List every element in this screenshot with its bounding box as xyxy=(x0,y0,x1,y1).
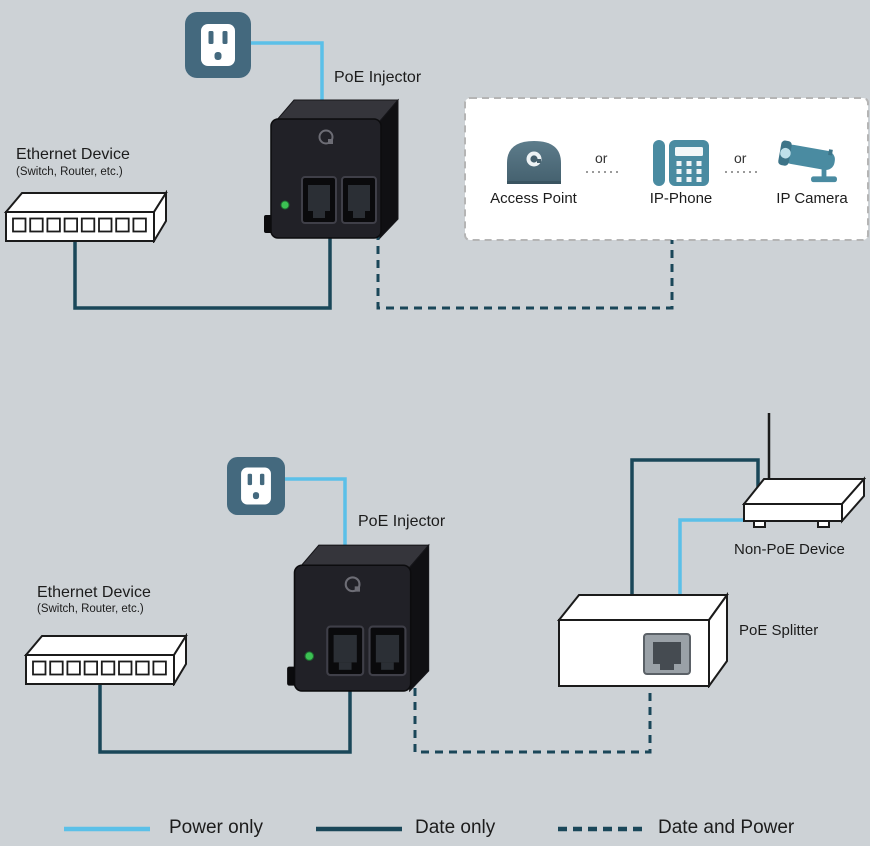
power-outlet-icon-bottom xyxy=(227,457,285,515)
ethernet-device-subtitle-bottom: (Switch, Router, etc.) xyxy=(37,603,144,615)
legend-data-only-label: Date only xyxy=(415,817,496,838)
poe-splitter-device xyxy=(558,594,728,687)
data-line-top xyxy=(73,232,332,310)
ip-camera-label: IP Camera xyxy=(776,190,848,207)
data-and-power-line-bottom xyxy=(413,680,652,754)
powered-devices-box xyxy=(464,97,869,241)
data-line-bottom xyxy=(98,681,352,754)
ethernet-device-title-bottom: Ethernet Device xyxy=(37,584,151,601)
power-outlet-icon-top xyxy=(185,12,251,78)
ethernet-switch-device-top xyxy=(5,192,167,242)
poe-injector-label-bottom: PoE Injector xyxy=(358,513,446,530)
power-line-bottom xyxy=(285,477,347,562)
poe-injector-device-top xyxy=(264,99,399,239)
legend-data-and-power-label: Date and Power xyxy=(658,817,795,838)
splitter-data-line xyxy=(630,458,760,602)
splitter-power-line xyxy=(678,518,744,602)
or-separator-2: or xyxy=(734,150,747,166)
poe-injector-label-top: PoE Injector xyxy=(334,69,422,86)
poe-splitter-label: PoE Splitter xyxy=(739,622,819,639)
or-separator-1: or xyxy=(595,150,608,166)
non-poe-router-device xyxy=(742,411,866,529)
power-line-top xyxy=(251,41,324,112)
ip-phone-icon xyxy=(653,140,709,186)
ip-phone-label: IP-Phone xyxy=(649,190,713,207)
non-poe-device-label: Non-PoE Device xyxy=(734,541,845,558)
data-and-power-line-top xyxy=(376,232,674,310)
ethernet-device-subtitle-top: (Switch, Router, etc.) xyxy=(16,166,123,178)
ethernet-switch-device-bottom xyxy=(25,635,187,685)
poe-injector-device-bottom xyxy=(287,544,430,692)
ethernet-device-title-top: Ethernet Device xyxy=(16,146,130,163)
access-point-icon xyxy=(507,141,561,184)
legend-power-only-label: Power only xyxy=(169,817,263,838)
access-point-label: Access Point xyxy=(490,190,577,207)
